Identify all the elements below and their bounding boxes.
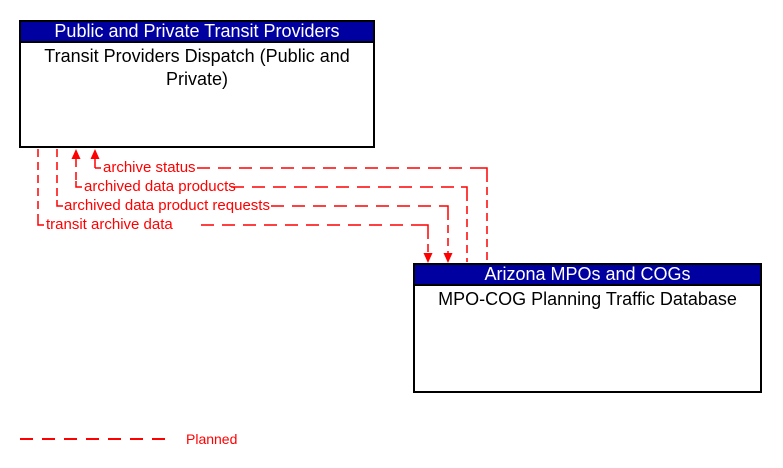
flow-line-archived-data-product-requests: [56, 149, 449, 253]
arrowhead-down-transit-archive-data: [423, 253, 433, 263]
legend-planned-label: Planned: [186, 431, 238, 447]
entity-box-transit-providers: Public and Private Transit Providers Tra…: [19, 20, 375, 148]
flow-label-archived-data-product-requests: archived data product requests: [64, 197, 270, 214]
entity-header-arizona-mpos-cogs: Arizona MPOs and COGs: [415, 265, 760, 286]
entity-body-arizona-mpos-cogs: MPO-COG Planning Traffic Database: [438, 289, 737, 309]
arrowhead-up-archive-status: [90, 149, 100, 159]
arrowhead-down-archived-data-product-requests: [443, 253, 453, 263]
flow-line-transit-archive-data: [37, 149, 429, 253]
arrowhead-up-archived-data-products: [71, 149, 81, 159]
flow-line-archive-status: [94, 159, 488, 262]
flow-label-archive-status: archive status: [103, 159, 196, 176]
flow-label-transit-archive-data: transit archive data: [46, 216, 173, 233]
entity-box-arizona-mpos-cogs: Arizona MPOs and COGs MPO-COG Planning T…: [413, 263, 762, 393]
flow-label-archived-data-products: archived data products: [84, 178, 236, 195]
flow-line-archived-data-products: [75, 159, 468, 262]
entity-body-transit-providers: Transit Providers Dispatch (Public and P…: [44, 46, 350, 89]
entity-header-transit-providers: Public and Private Transit Providers: [21, 22, 373, 43]
